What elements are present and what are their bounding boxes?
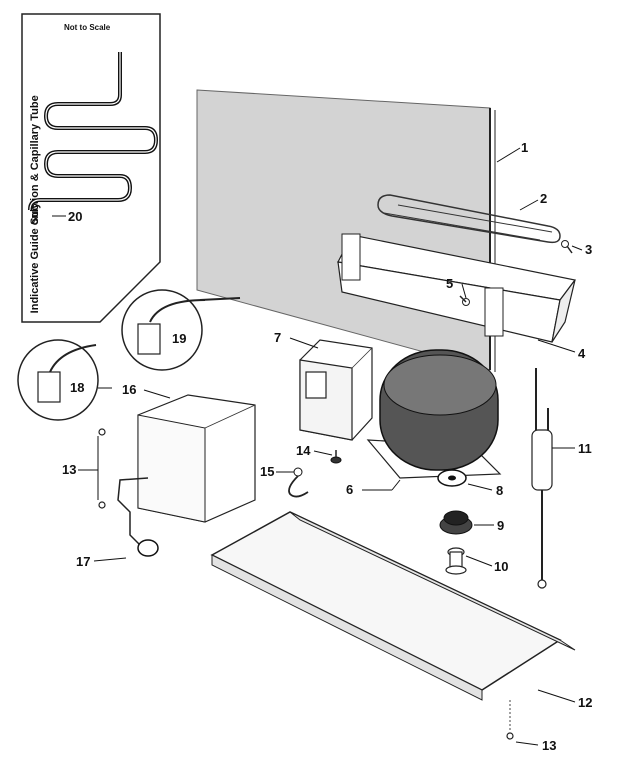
screw-3 (561, 240, 583, 254)
suction-capillary-tube-panel: Not to Scale Suction & Capillary Tube In… (21, 13, 161, 323)
callout-10: 10 (494, 559, 508, 574)
callout-13-left: 13 (62, 462, 76, 477)
not-to-scale-note: Not to Scale (64, 23, 111, 32)
callout-20: 20 (68, 209, 82, 224)
callout-5: 5 (446, 276, 453, 291)
control-module (137, 389, 256, 523)
base-plate (210, 511, 576, 703)
callout-9: 9 (497, 518, 504, 533)
connector-19 (121, 289, 241, 371)
callout-14: 14 (296, 443, 311, 458)
callout-11: 11 (578, 441, 592, 456)
drip-tray (337, 194, 577, 353)
callout-12: 12 (578, 695, 592, 710)
suction-tube-label: Suction & Capillary Tube (29, 95, 41, 224)
callout-6: 6 (346, 482, 353, 497)
grommet-9 (439, 510, 494, 535)
callout-1: 1 (521, 140, 528, 155)
callout-18: 18 (70, 380, 84, 395)
callout-13-bottom: 13 (542, 738, 556, 753)
screw-13-bottom (506, 700, 539, 746)
ground-wire-15 (276, 467, 309, 498)
connector-18 (17, 339, 112, 421)
callout-7: 7 (274, 330, 281, 345)
thermostat-probe (531, 368, 575, 589)
callout-labels: 1 2 3 4 5 6 7 8 9 10 11 12 13 14 15 16 1… (62, 140, 592, 753)
grommet-8 (437, 469, 493, 491)
callout-16: 16 (122, 382, 136, 397)
relay-device (289, 337, 373, 441)
callout-4: 4 (578, 346, 586, 361)
wire-clip-17 (93, 477, 159, 562)
screw-5 (459, 283, 470, 306)
callout-2: 2 (540, 191, 547, 206)
callout-15: 15 (260, 464, 274, 479)
callout-19: 19 (172, 331, 186, 346)
callout-3: 3 (585, 242, 592, 257)
cabinet-back-panel (196, 89, 521, 372)
indicative-guide-label: Indicative Guide only (29, 202, 41, 314)
screw-14 (313, 450, 342, 464)
callout-17: 17 (76, 554, 90, 569)
sleeve-10 (445, 547, 493, 575)
callout-8: 8 (496, 483, 503, 498)
screws-13-left (78, 428, 106, 509)
compressor (362, 349, 502, 491)
